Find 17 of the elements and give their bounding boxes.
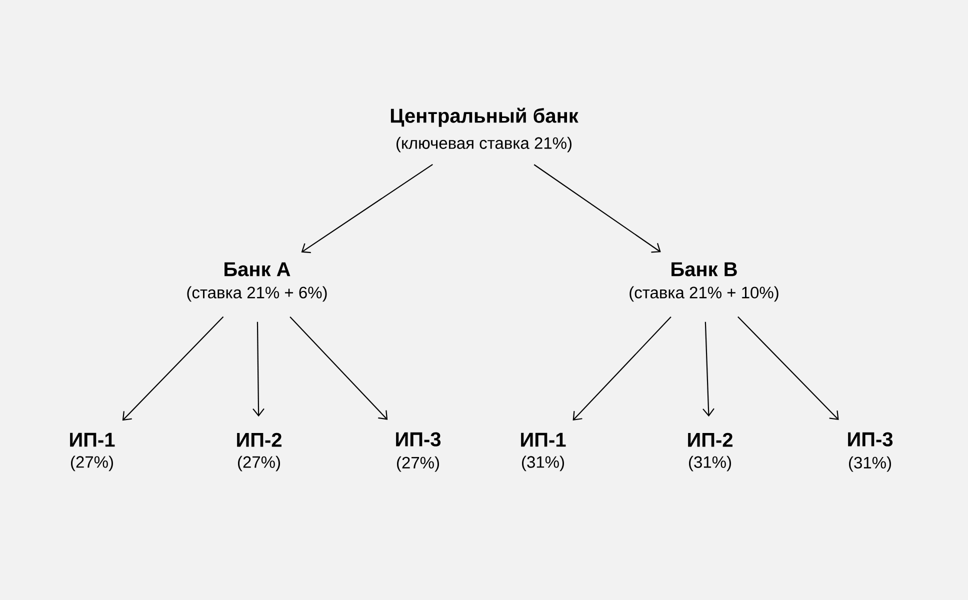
arrow — [290, 316, 388, 420]
arrow — [572, 316, 672, 421]
arrow — [252, 322, 264, 417]
node-label: ИП-1 (27%) — [70, 432, 115, 472]
node-label: Банк А (ставка 21% + 6%) — [187, 262, 327, 302]
node-label: ИП-3 (27%) — [396, 432, 441, 472]
node-label: ИП-1 (31%) — [521, 432, 566, 472]
node-label: ИП-3 (31%) — [848, 432, 893, 472]
arrow — [702, 322, 714, 417]
node-label: ИП-2 (27%) — [237, 432, 282, 472]
arrow — [301, 164, 433, 254]
arrow — [738, 316, 839, 420]
node-label: ИП-2 (31%) — [688, 432, 732, 472]
arrow — [534, 164, 661, 253]
node-label: Банк В (ставка 21% + 10%) — [630, 262, 778, 302]
arrow — [122, 316, 224, 421]
node-label: Центральный банк (ключевая ставка 21%) — [390, 108, 578, 152]
